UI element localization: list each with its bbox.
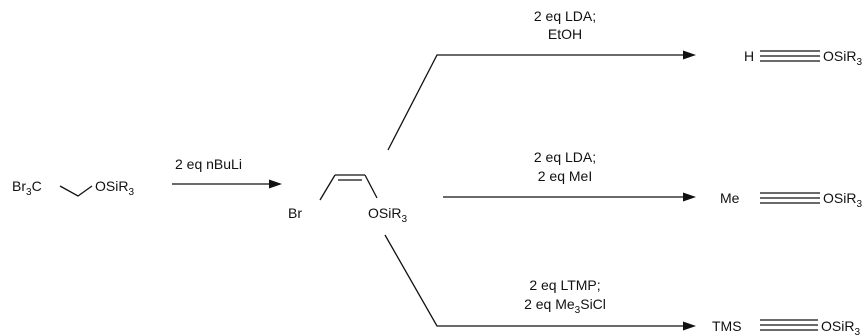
intermediate: Br OSiR3 bbox=[288, 174, 407, 225]
route-2-arrow bbox=[443, 192, 696, 202]
route-2-product-right: OSiR3 bbox=[823, 190, 862, 210]
route-1-arrow bbox=[387, 50, 696, 151]
route-1-product: H OSiR3 bbox=[744, 48, 862, 68]
route-1-reagent-line2: EtOH bbox=[548, 26, 582, 42]
route-3-reagent-line1: 2 eq LTMP; bbox=[529, 277, 600, 293]
step1-arrow bbox=[172, 179, 282, 189]
starting-material: Br3C OSiR3 bbox=[12, 178, 134, 198]
route-3-product-left: TMS bbox=[712, 318, 742, 334]
route-2-product: Me OSiR3 bbox=[720, 190, 862, 210]
route-2-reagent-line1: 2 eq LDA; bbox=[534, 149, 596, 165]
route-3-product-right: OSiR3 bbox=[821, 318, 860, 336]
starting-material-label: Br3C bbox=[12, 178, 42, 198]
intermediate-bond-2 bbox=[364, 174, 378, 199]
route-1-product-right: OSiR3 bbox=[823, 48, 862, 68]
starting-material-bonds bbox=[59, 185, 93, 197]
route-2-product-left: Me bbox=[720, 190, 740, 206]
route-3-reagent-line2: 2 eq Me3SiCl bbox=[524, 296, 606, 316]
intermediate-bromo: Br bbox=[288, 205, 302, 221]
intermediate-ether: OSiR3 bbox=[368, 205, 407, 225]
step1-reagent: 2 eq nBuLi bbox=[175, 156, 242, 172]
route-1-product-left: H bbox=[744, 48, 754, 64]
route-2-reagent-line2: 2 eq MeI bbox=[538, 168, 592, 184]
starting-material-ether: OSiR3 bbox=[95, 178, 134, 198]
intermediate-bond-1 bbox=[319, 174, 336, 201]
route-1-reagent-line1: 2 eq LDA; bbox=[534, 8, 596, 24]
route-3-arrow bbox=[384, 234, 696, 331]
route-3-product: TMS OSiR3 bbox=[712, 318, 860, 336]
